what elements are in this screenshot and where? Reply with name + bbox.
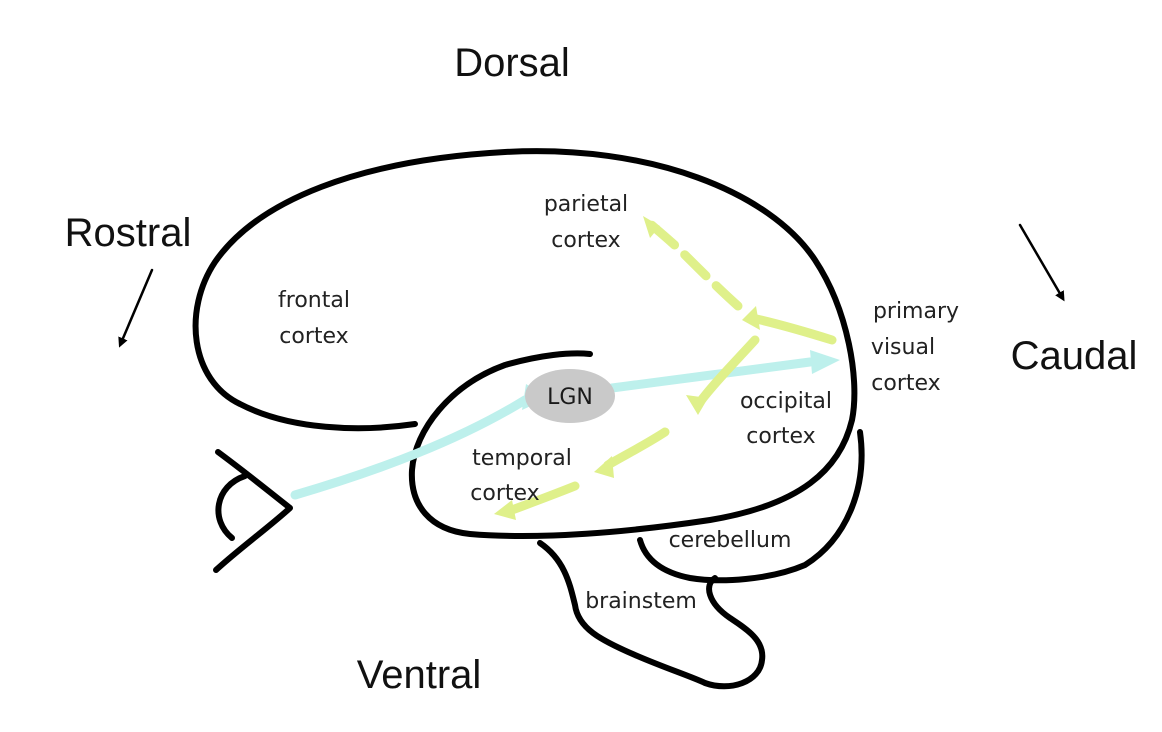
cerebellum-outline [637,429,865,584]
rostral-arrow [118,268,154,348]
cerebrum-outline [192,148,858,540]
temporal-cortex-label: temporal cortex [470,446,572,506]
parietal-cortex-label: parietal cortex [544,192,628,253]
frontal-line-2: cortex [279,324,348,349]
occipital-line-1: occipital [740,389,832,414]
eye-outline [213,449,293,573]
brain-outline [192,148,865,690]
brainstem-outline [537,540,766,690]
ventral-label: Ventral [357,653,482,697]
primary-visual-line-2: visual [871,335,935,360]
temporal-line-1: temporal [472,446,572,471]
ventral-stream-dashes [603,427,670,470]
lgn-ellipse [525,369,615,423]
retino-geniculate-pathway [290,395,530,500]
brainstem-label: brainstem [585,589,697,614]
occipital-line-2: cortex [746,424,815,449]
occipital-cortex-label: occipital cortex [740,389,832,449]
parietal-line-2: cortex [551,228,620,253]
visual-pathways [290,216,840,520]
primary-visual-line-1: primary [873,299,959,324]
geniculo-cortical-arrowhead [810,350,840,374]
primary-visual-cortex-label: primary visual cortex [871,299,959,396]
caudal-label: Caudal [1011,334,1138,378]
ventral-stream-arrowhead-2 [594,456,614,478]
temporal-line-2: cortex [470,481,539,506]
ventral-stream [695,335,760,407]
eye-lens [215,473,248,541]
frontal-line-1: frontal [278,288,350,313]
rostral-label: Rostral [65,211,192,255]
dorsal-stream-arrowhead-1 [742,306,760,330]
parietal-line-1: parietal [544,192,628,217]
lgn-label: LGN [547,385,593,410]
primary-visual-line-3: cortex [871,371,940,396]
caudal-arrow [1018,223,1065,302]
dorsal-label: Dorsal [454,41,570,85]
dorsal-stream [747,313,837,345]
dorsal-stream-arrowhead-2 [643,216,660,238]
frontal-cortex-label: frontal cortex [278,288,350,349]
dorsal-stream-dashes [643,217,743,311]
cerebellum-label: cerebellum [669,528,792,553]
lgn-node: LGN [525,369,615,423]
ventral-stream-arrowhead-3 [494,500,516,520]
ventral-stream-tail [507,481,580,515]
ventral-stream-arrowhead-1 [686,395,708,415]
